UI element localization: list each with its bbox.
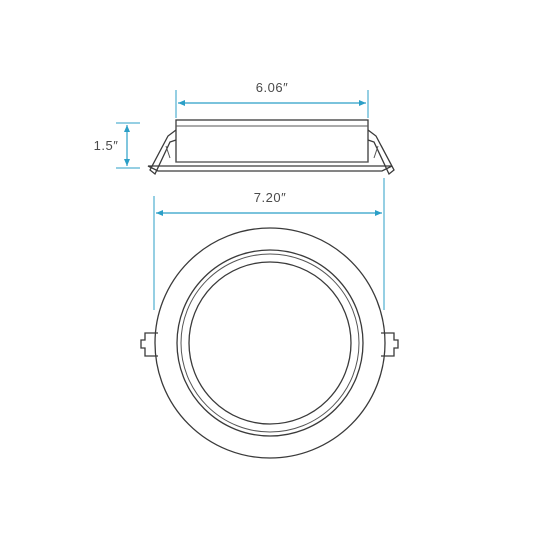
front-lens [188, 261, 352, 425]
top-width-label: 6.06″ [256, 80, 288, 95]
front-inner-ring-1 [176, 249, 364, 437]
height-dimension: 1.5″ [94, 122, 140, 169]
left-spring-clip-detail [165, 145, 171, 159]
side-view-flange [147, 165, 393, 172]
right-spring-clip [367, 129, 395, 176]
side-view [147, 119, 395, 176]
left-spring-clip [149, 129, 177, 176]
front-right-clip-tab [381, 332, 399, 357]
height-label: 1.5″ [94, 138, 119, 153]
front-view [140, 227, 399, 459]
front-outer-ring [154, 227, 386, 459]
front-inner-ring-2 [180, 253, 360, 433]
right-spring-clip-detail [373, 145, 379, 159]
front-left-clip-tab [140, 332, 158, 357]
outer-diameter-dimension: 7.20″ [153, 178, 385, 310]
top-width-dimension: 6.06″ [175, 80, 369, 118]
diameter-label: 7.20″ [254, 190, 286, 205]
